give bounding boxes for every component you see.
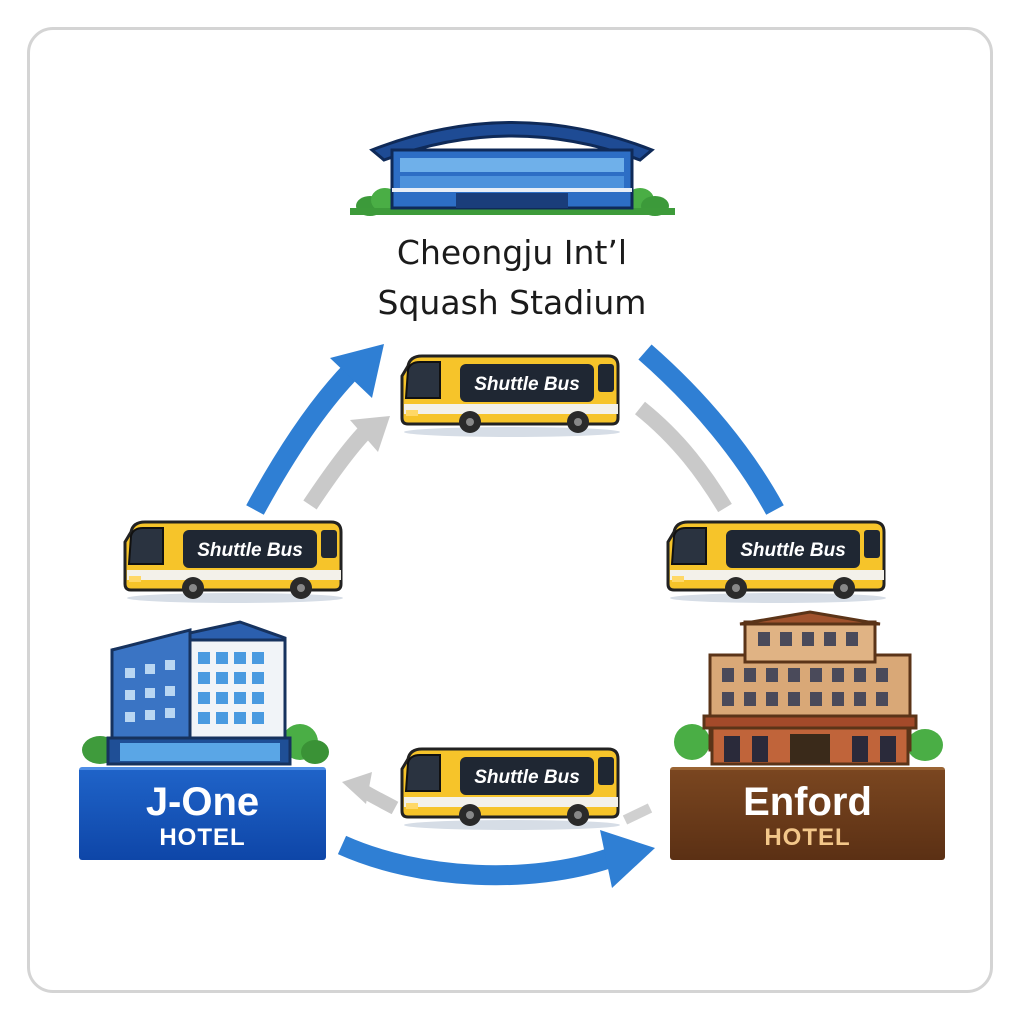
shuttle-bus-top: Shuttle Bus — [400, 352, 620, 442]
arrow-left-blue-head — [330, 344, 384, 398]
shuttle-bus-right: Shuttle Bus — [666, 518, 886, 608]
bus-icon — [666, 520, 886, 603]
bus-icon — [400, 747, 620, 830]
enford-hotel-suffix: HOTEL — [764, 824, 851, 851]
arrow-left-blue — [246, 363, 360, 515]
shuttle-bus-label: Shuttle Bus — [474, 374, 580, 395]
stadium-title-line1: Cheongju Int’l — [396, 233, 628, 272]
shuttle-bus-label: Shuttle Bus — [474, 767, 580, 788]
jone-hotel-suffix: HOTEL — [159, 824, 246, 851]
shuttle-bus-bottom: Shuttle Bus — [400, 745, 620, 835]
arrow-bottom-gray-right — [622, 803, 653, 825]
jone-hotel-sign: J-One HOTEL — [79, 767, 326, 860]
stadium-title: Cheongju Int’l Squash Stadium — [312, 228, 712, 328]
arrow-right-gray — [635, 401, 732, 513]
arrow-left-gray-head — [350, 416, 390, 452]
enford-hotel-name: Enford — [743, 780, 872, 824]
shuttle-bus-left: Shuttle Bus — [123, 518, 343, 608]
arrow-right-blue — [638, 344, 784, 515]
bus-icon — [400, 354, 620, 437]
jone-hotel-name: J-One — [145, 780, 260, 824]
bus-icon — [123, 520, 343, 603]
arrow-bottom-blue — [337, 835, 614, 886]
arrow-bottom-blue-head — [600, 830, 655, 888]
shuttle-bus-label: Shuttle Bus — [740, 540, 846, 561]
stadium-title-line2: Squash Stadium — [377, 283, 647, 322]
arrow-bottom-gray-head — [342, 772, 372, 804]
enford-hotel-sign: Enford HOTEL — [670, 767, 945, 860]
shuttle-bus-label: Shuttle Bus — [197, 540, 303, 561]
arrow-left-gray — [303, 426, 371, 510]
